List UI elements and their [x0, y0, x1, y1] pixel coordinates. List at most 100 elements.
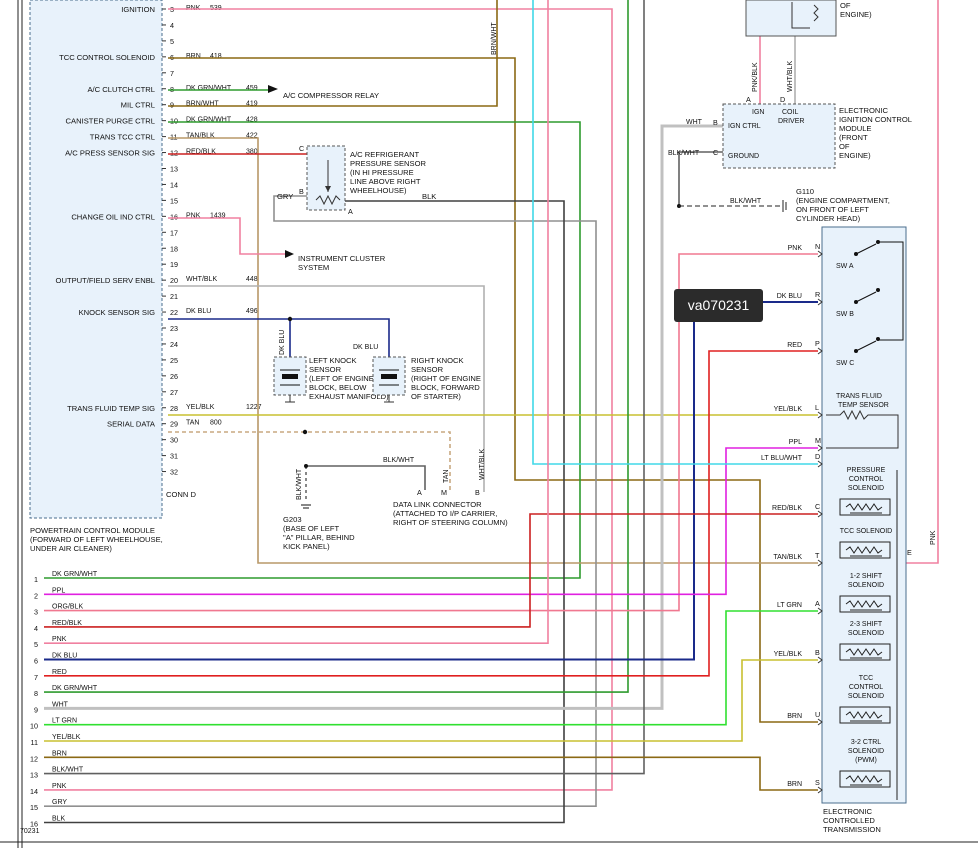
ac-sensor-resistor-icon — [315, 194, 341, 206]
g203-wire-label: BLK/WHT — [296, 468, 303, 500]
pcm-cavity-number: 28 — [170, 404, 178, 413]
left-knock-element-icon — [282, 374, 298, 379]
trans-wire-label: TAN/BLK — [773, 554, 802, 561]
ground-g110: BLK/WHT G110 (ENGINE COMPARTMENT, ON FRO… — [677, 187, 890, 223]
pcm-wire-color: WHT/BLK — [186, 276, 217, 283]
trans-wire-label: DK BLU — [777, 293, 802, 300]
right-knock-wire-label: DK BLU — [353, 344, 378, 351]
solenoid-label: SOLENOID — [848, 693, 884, 700]
bottom-pin-number: 16 — [30, 820, 38, 829]
bottom-wire-color: RED — [52, 669, 67, 676]
pcm-circuit-function: A/C PRESS SENSOR SIG — [65, 149, 155, 158]
pcm-circuit-number: 380 — [246, 149, 258, 156]
bottom-wire-color: WHT — [52, 701, 69, 708]
pcm-cavity-number: 32 — [170, 468, 178, 477]
bottom-pin-number: 15 — [30, 803, 38, 812]
solenoid-label: 1-2 SHIFT — [850, 573, 883, 580]
pcm-wire-color: YEL/BLK — [186, 404, 215, 411]
pcm-circuit-function: TCC CONTROL SOLENOID — [59, 53, 155, 62]
tft-label-1: TRANS FLUID — [836, 393, 882, 400]
trans-pin-chevron-icon — [817, 250, 823, 258]
wire-icm-wht — [44, 124, 723, 710]
ac-relay-label: A/C COMPRESSOR RELAY — [283, 91, 379, 100]
icm-whtblk-label: WHT/BLK — [787, 61, 794, 92]
icm-ground: GROUND — [728, 153, 759, 160]
pcm-circuit-function: IGNITION — [121, 5, 155, 14]
coil-box — [745, 0, 837, 37]
solenoid-coil-icon — [845, 648, 883, 656]
wire-trans-b — [44, 659, 818, 742]
wire-ac-blk — [44, 200, 565, 824]
trans-pin-chevron-icon — [817, 347, 823, 355]
pcm-circuit-number: 428 — [246, 117, 258, 124]
trans-wire-label: RED — [787, 342, 802, 349]
left-knock-sensor: LEFT KNOCK SENSOR (LEFT OF ENGINE BLOCK,… — [273, 330, 389, 403]
trans-wire-label: RED/BLK — [772, 505, 802, 512]
ac-sensor-arrow-icon — [325, 186, 331, 192]
bottom-pin-number: 2 — [34, 591, 38, 600]
ac-sensor-pin-a: A — [348, 207, 353, 216]
left-knock-label-4: BLOCK, BELOW — [309, 383, 367, 392]
bottom-pin-number: 1 — [34, 575, 38, 584]
pcm-circuit-number: 418 — [210, 53, 222, 60]
serial-splice — [302, 429, 308, 435]
trans-wire-label: YEL/BLK — [774, 651, 803, 658]
bottom-pin-number: 8 — [34, 689, 38, 698]
pcm-circuit-function: CANISTER PURGE CTRL — [66, 117, 155, 126]
wire-dkgrnwht-8 — [44, 0, 629, 693]
wire-trans-n — [44, 253, 818, 612]
ac-sensor-label-4: LINE ABOVE RIGHT — [350, 177, 421, 186]
pcm-cavity-number: 12 — [170, 149, 178, 158]
solenoid-label: (PWM) — [855, 757, 877, 764]
wire-canister-purge — [44, 121, 581, 579]
pcm-wire-color: TAN — [186, 420, 199, 427]
icm-pin-b: B — [713, 118, 718, 127]
trans-pin-chevron-icon — [817, 786, 823, 794]
icm-coil-1: COIL — [782, 109, 798, 116]
left-knock-label-3: (LEFT OF ENGINE — [309, 374, 374, 383]
pcm-cavity-number: 14 — [170, 180, 178, 189]
trans-wire-label: LT GRN — [777, 602, 802, 609]
pcm-cavity-number: 30 — [170, 436, 178, 445]
bottom-pin-number: 7 — [34, 673, 38, 682]
trans-pnk-right-label: PNK — [930, 530, 937, 545]
ignition-coil-area: OF ENGINE) — [745, 0, 872, 37]
bottom-wire-color: ORG/BLK — [52, 604, 83, 611]
pcm-circuit-number: 800 — [210, 420, 222, 427]
solenoid-label: TCC SOLENOID — [840, 528, 893, 535]
dlc-whtblk-label: WHT/BLK — [479, 449, 486, 480]
pcm-cavity-number: 26 — [170, 372, 178, 381]
icm-pin-c: C — [713, 148, 718, 157]
pcm-location-2: UNDER AIR CLEANER) — [30, 544, 112, 553]
icm-label-6: ENGINE) — [839, 151, 871, 160]
cluster-arrow-icon — [285, 250, 294, 258]
wire-icm-blkwht — [678, 151, 723, 206]
pcm-circuit-number: 459 — [246, 85, 258, 92]
pcm-circuit-function: A/C CLUTCH CTRL — [87, 85, 155, 94]
g110-label-3: ON FRONT OF LEFT — [796, 205, 869, 214]
coil-icon — [813, 4, 819, 22]
solenoid-frame — [839, 595, 891, 613]
bottom-wire-color: BLK — [52, 816, 66, 823]
bottom-wire-color: PNK — [52, 783, 67, 790]
pcm-cavity-number: 4 — [170, 21, 174, 30]
bottom-wire-color: DK GRN/WHT — [52, 685, 98, 692]
solenoid-frame — [839, 643, 891, 661]
bottom-pin-number: 10 — [30, 722, 38, 731]
trans-switch-label: SW B — [836, 311, 854, 318]
solenoid-coil-icon — [845, 711, 883, 719]
solenoid-label: SOLENOID — [848, 582, 884, 589]
trans-pin-chevron-icon — [817, 298, 823, 306]
icm-label-3: MODULE — [839, 124, 872, 133]
trans-switch-label: SW C — [836, 360, 854, 367]
right-knock-label-4: BLOCK, FORWARD — [411, 383, 480, 392]
wire-trans-c — [44, 513, 818, 628]
solenoid-label: SOLENOID — [848, 748, 884, 755]
trans-pin-letter: P — [815, 339, 820, 348]
trans-pin-letter: L — [815, 403, 819, 412]
bottom-wire-color: GRY — [52, 799, 67, 806]
solenoid-frame — [839, 770, 891, 788]
bottom-wire-color: YEL/BLK — [52, 734, 81, 741]
trans-pin-letter: C — [815, 502, 820, 511]
